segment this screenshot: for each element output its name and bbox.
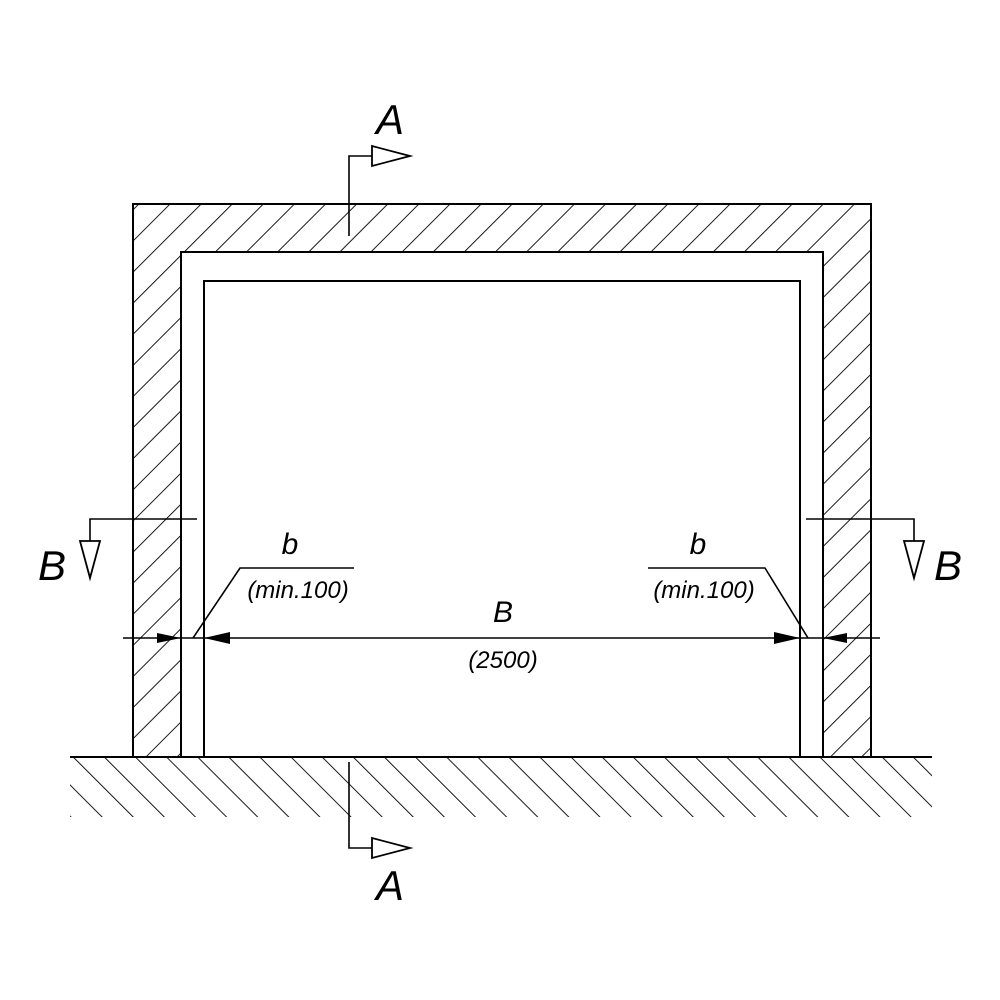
section-a-top-marker xyxy=(348,144,414,236)
section-b-right-label: B xyxy=(934,542,962,589)
section-b-right-marker xyxy=(806,518,926,582)
right-clearance-symbol: b xyxy=(690,528,707,561)
section-a-top-label: A xyxy=(373,96,404,143)
opening-width-value: (2500) xyxy=(468,647,537,674)
section-b-left-marker xyxy=(78,518,197,582)
section-a-bottom-marker xyxy=(348,762,414,860)
door-frame-outline xyxy=(203,280,801,757)
left-clearance-symbol: b xyxy=(282,528,299,561)
right-clearance-value: (min.100) xyxy=(653,577,754,604)
left-clearance-value: (min.100) xyxy=(247,577,348,604)
opening-width-dimension xyxy=(123,632,880,644)
right-clearance-leader xyxy=(648,567,809,639)
section-a-bottom-label: A xyxy=(373,862,404,909)
wall-hatch xyxy=(132,203,872,758)
opening-width-symbol: B xyxy=(493,596,513,629)
left-clearance-leader xyxy=(192,567,354,639)
ground-hatch xyxy=(70,757,932,817)
section-b-left-label: B xyxy=(38,542,66,589)
